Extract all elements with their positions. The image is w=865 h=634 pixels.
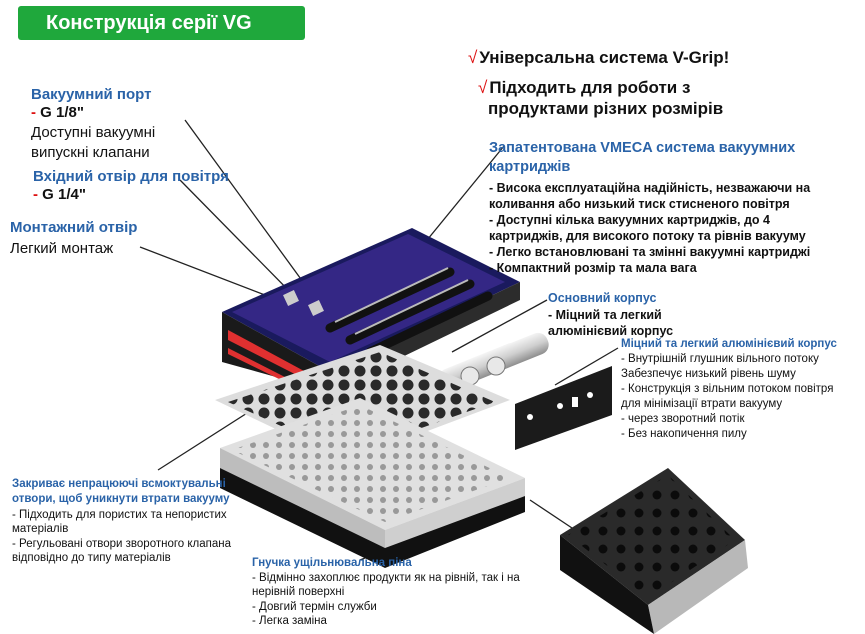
foam-zoom-inset (560, 468, 748, 634)
vacuum-port-heading: Вакуумний порт (31, 86, 152, 103)
mounting-heading: Монтажний отвір (10, 219, 138, 236)
page-title: Конструкція серії VG (46, 12, 252, 34)
end-plate (515, 366, 612, 450)
base-plate (220, 398, 525, 548)
alu-body-line-4: для мінімізації втрати вакууму (621, 398, 783, 410)
sealing-foam (220, 468, 525, 568)
feature-1: √Універсальна система V-Grip! (468, 48, 730, 67)
closes-heading-2: отвори, щоб уникнути втрати вакууму (12, 493, 230, 505)
vmeca-line-4: картриджів, для високого потоку та рівні… (489, 229, 806, 243)
alu-body-heading: Міцний та легкий алюмінієвий корпус (621, 338, 837, 350)
foam-heading: Гнучка ущільнювальна піна (252, 557, 412, 569)
check-mark-icon: √ (478, 78, 488, 97)
vmeca-heading-2: картриджів (489, 159, 571, 175)
main-body-line-2: алюмінієвий корпус (548, 324, 674, 338)
foam-line-3: - Довгий термін служби (252, 601, 377, 613)
main-body-heading: Основний корпус (548, 291, 657, 305)
vacuum-port-line3: випускні клапани (31, 144, 150, 161)
title-banner: Конструкція серії VG (18, 6, 305, 40)
vmeca-heading-1: Запатентована VMECA система вакуумних (489, 140, 796, 156)
closes-line-1: - Підходить для пористих та непористих (12, 509, 227, 521)
vmeca-line-2: коливання або низький тиск стисненого по… (489, 197, 790, 211)
vmeca-line-1: - Висока експлуатаційна надійність, незв… (489, 181, 811, 195)
alu-body-line-5: - через зворотний потік (621, 413, 745, 425)
alu-body-line-1: - Внутрішній глушник вільного потоку (621, 353, 819, 365)
mounting-text: Легкий монтаж (10, 240, 114, 257)
vacuum-port-line2: Доступні вакуумні (31, 124, 156, 141)
main-body-line-1: - Міцний та легкий (548, 308, 662, 322)
foam-line-4: - Легка заміна (252, 615, 327, 627)
closes-line-3: - Регульовані отвори зворотного клапана (12, 538, 232, 550)
foam-line-1: - Відмінно захоплює продукти як на рівні… (252, 572, 520, 584)
feature-3: продуктами різних розмірів (488, 99, 724, 118)
closes-line-4: відповідно до типу матеріалів (12, 552, 171, 564)
closes-heading-1: Закриває непрацюючі всмоктувальні (12, 478, 226, 490)
air-inlet-heading: Вхідний отвір для повітря (33, 168, 229, 185)
air-inlet-spec: - G 1/4" (33, 186, 86, 203)
vmeca-line-3: - Доступні кілька вакуумних картриджів, … (489, 213, 770, 227)
vacuum-port-spec: - G 1/8" (31, 104, 84, 121)
vmeca-line-5: - Легко встановлювані та змінні вакуумні… (489, 245, 811, 259)
feature-2: √Підходить для роботи з (478, 78, 691, 97)
foam-line-2: нерівній поверхні (252, 586, 345, 598)
alu-body-line-3: - Конструкція з вільним потоком повітря (621, 383, 834, 395)
alu-body-line-6: - Без накопичення пилу (621, 428, 747, 440)
check-mark-icon: √ (468, 48, 478, 67)
vmeca-line-6: - Компактний розмір та мала вага (489, 261, 697, 275)
closes-line-2: матеріалів (12, 523, 69, 535)
alu-body-line-2: Забезпечує низький рівень шуму (621, 368, 796, 380)
